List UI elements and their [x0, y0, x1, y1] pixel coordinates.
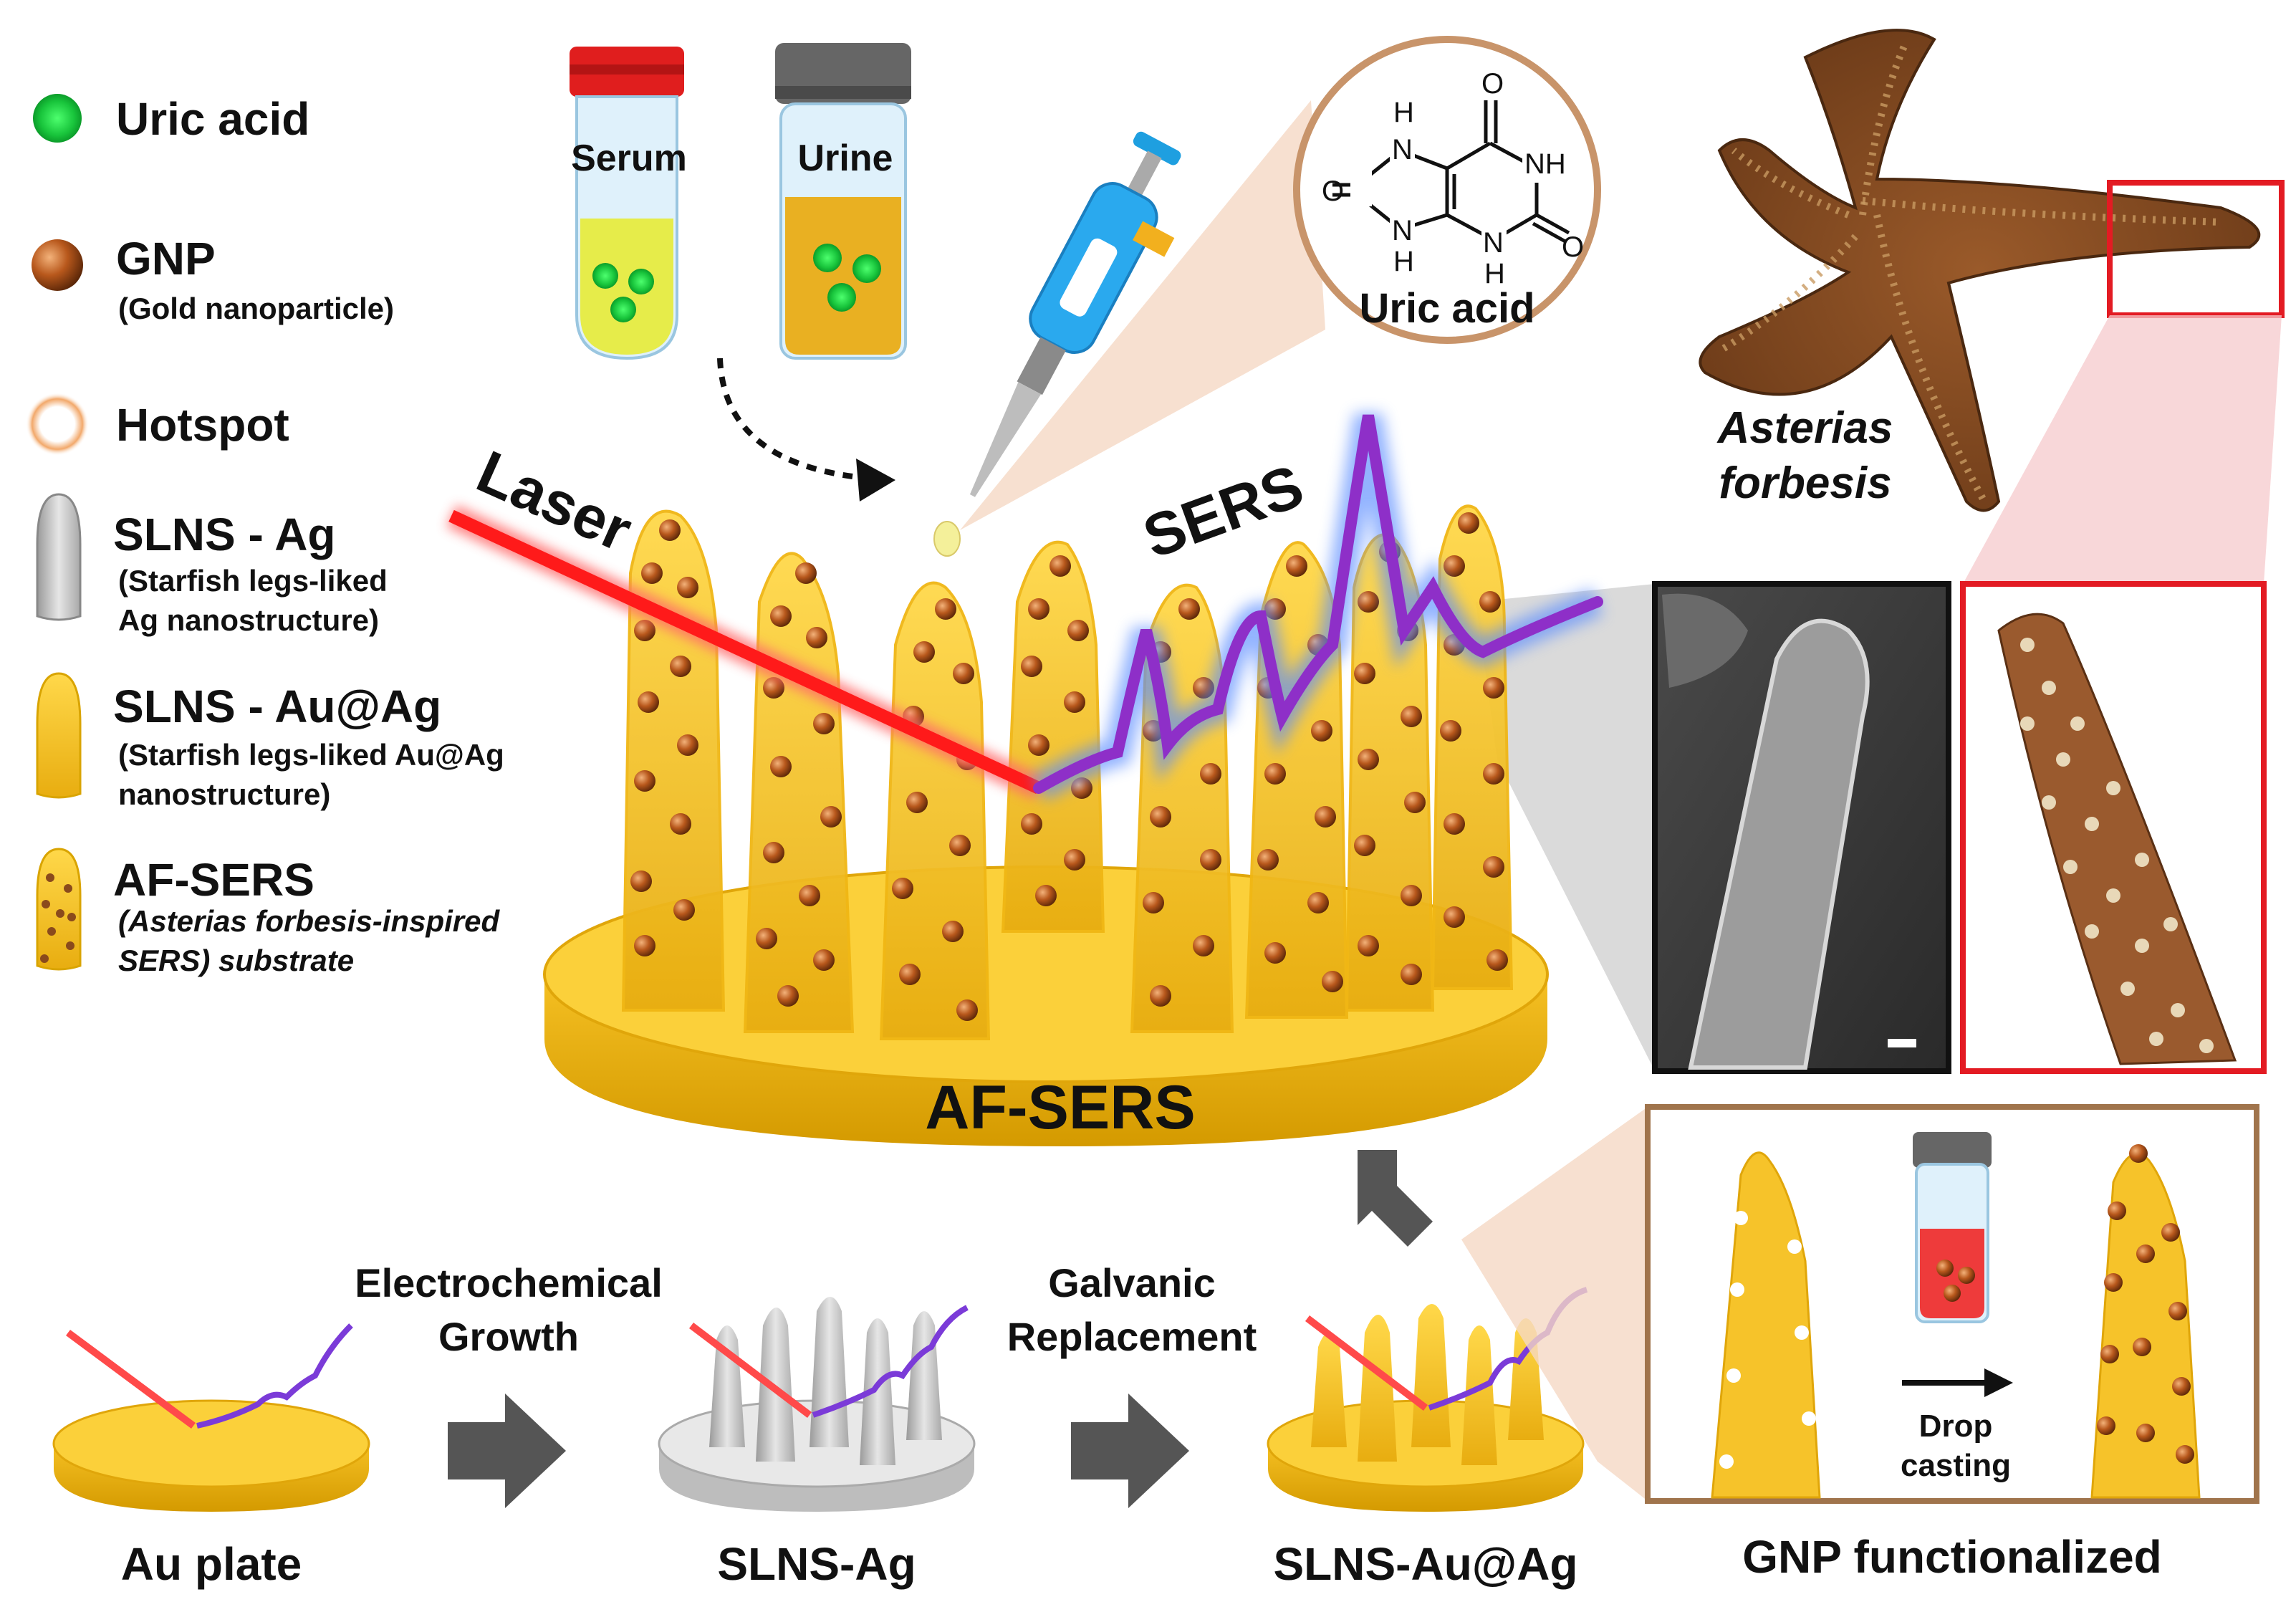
arrow2-label-1: Galvanic [1048, 1260, 1215, 1305]
starfish-name-2: forbesis [1719, 459, 1891, 508]
urine-label: Urine [798, 138, 893, 179]
legend-gnp-desc: (Gold nanoparticle) [118, 292, 394, 325]
sem-scale-bar [1888, 1039, 1916, 1047]
serum-label: Serum [571, 138, 687, 179]
starfish-leg-spines [2020, 638, 2214, 1053]
atom-o-left: O [1322, 176, 1344, 207]
step3-label: SLNS-Au@Ag [1273, 1538, 1577, 1590]
serum-tube: Serum [570, 47, 687, 360]
legend-af-sers-desc-2: SERS) substrate [118, 944, 354, 977]
pipette-icon [969, 131, 1181, 497]
starfish-leg-photo [1997, 613, 2237, 1065]
legend-uric-acid: Uric acid [116, 93, 309, 145]
step-arrow-1 [448, 1394, 566, 1508]
au-plate [52, 1323, 370, 1512]
legend-slns-ag-desc-1: (Starfish legs-liked [118, 564, 388, 598]
atom-o-top: O [1481, 68, 1504, 100]
sem-image-spike [1688, 618, 1870, 1070]
sample-droplet [933, 521, 961, 557]
gnp-panel-caption: GNP functionalized [1742, 1531, 2162, 1583]
legend-af-sers: AF-SERS [113, 854, 314, 906]
gnp-legend-icon [32, 239, 83, 291]
sers-trace [1033, 414, 1603, 794]
hotspot-legend-icon [26, 393, 89, 456]
spike-before-pits [1719, 1211, 1816, 1469]
arrow2-label-2: Replacement [1007, 1314, 1257, 1359]
legend-gnp: GNP [116, 233, 216, 284]
slns-ag-structure [658, 1297, 976, 1512]
starfish-name-1: Asterias [1716, 403, 1893, 453]
atom-h-lower: H [1484, 258, 1505, 289]
legend-af-sers-desc-1: (Asterias forbesis-inspired [118, 904, 501, 938]
step2-label: SLNS-Ag [717, 1538, 916, 1590]
spike-after-gnps [2097, 1144, 2194, 1464]
sem-background-blob [1662, 593, 1748, 688]
slns-auag-legend-icon [36, 672, 82, 799]
legend-slns-auag: SLNS - Au@Ag [113, 681, 441, 732]
gnp-zoom-cone [1461, 1107, 1648, 1501]
uric-acid-legend-icon [33, 94, 82, 143]
spike-before [1711, 1151, 1821, 1499]
atom-n-top: N [1392, 134, 1413, 166]
uric-acid-molecule: O O O H N NH N H N H Uric acid [1293, 36, 1601, 344]
sample-transfer-arrowhead [856, 459, 895, 502]
gnp-vial-icon [1913, 1132, 1992, 1323]
arrow1-label-2: Growth [438, 1314, 579, 1359]
legend-hotspot: Hotspot [116, 399, 289, 451]
slns-auag-structure [1267, 1287, 1588, 1512]
step-arrow-2 [1071, 1394, 1189, 1508]
arrow1-label-1: Electrochemical [355, 1260, 663, 1305]
urine-vial: Urine [775, 43, 911, 360]
legend-slns-auag-desc-1: (Starfish legs-liked Au@Ag [118, 738, 504, 772]
step1-label: Au plate [121, 1538, 302, 1590]
slns-ag-legend-icon [36, 493, 82, 621]
laser-beam [448, 509, 1042, 795]
atom-o-right: O [1562, 231, 1584, 263]
atom-n-lower: N [1483, 227, 1504, 259]
atom-nh-right: NH [1524, 148, 1566, 180]
af-sers-legend-icon [36, 848, 82, 971]
legend-slns-ag: SLNS - Ag [113, 509, 336, 560]
sem-zoom-cone [1476, 584, 1655, 1071]
atom-n-bottom: N [1392, 215, 1413, 246]
molecule-zoom-cone [960, 100, 1325, 530]
atom-h-bottom: H [1393, 246, 1414, 277]
legend-slns-ag-desc-2: Ag nanostructure) [118, 603, 379, 637]
molecule-title: Uric acid [1360, 285, 1535, 332]
up-left-arrow [1358, 1150, 1433, 1247]
starfish-photo [1699, 29, 2261, 512]
substrate-label: AF-SERS [925, 1073, 1195, 1142]
drop-label: Drop [1919, 1409, 1993, 1444]
atom-h-top: H [1393, 97, 1414, 128]
legend: Uric acid GNP (Gold nanoparticle) Hotspo… [26, 93, 504, 977]
sample-transfer-arrow [717, 358, 853, 479]
starfish-zoom-cone [1963, 315, 2282, 584]
casting-label: casting [1901, 1448, 2011, 1483]
legend-slns-auag-desc-2: nanostructure) [118, 777, 330, 811]
drop-casting-arrowhead [1984, 1368, 2013, 1397]
